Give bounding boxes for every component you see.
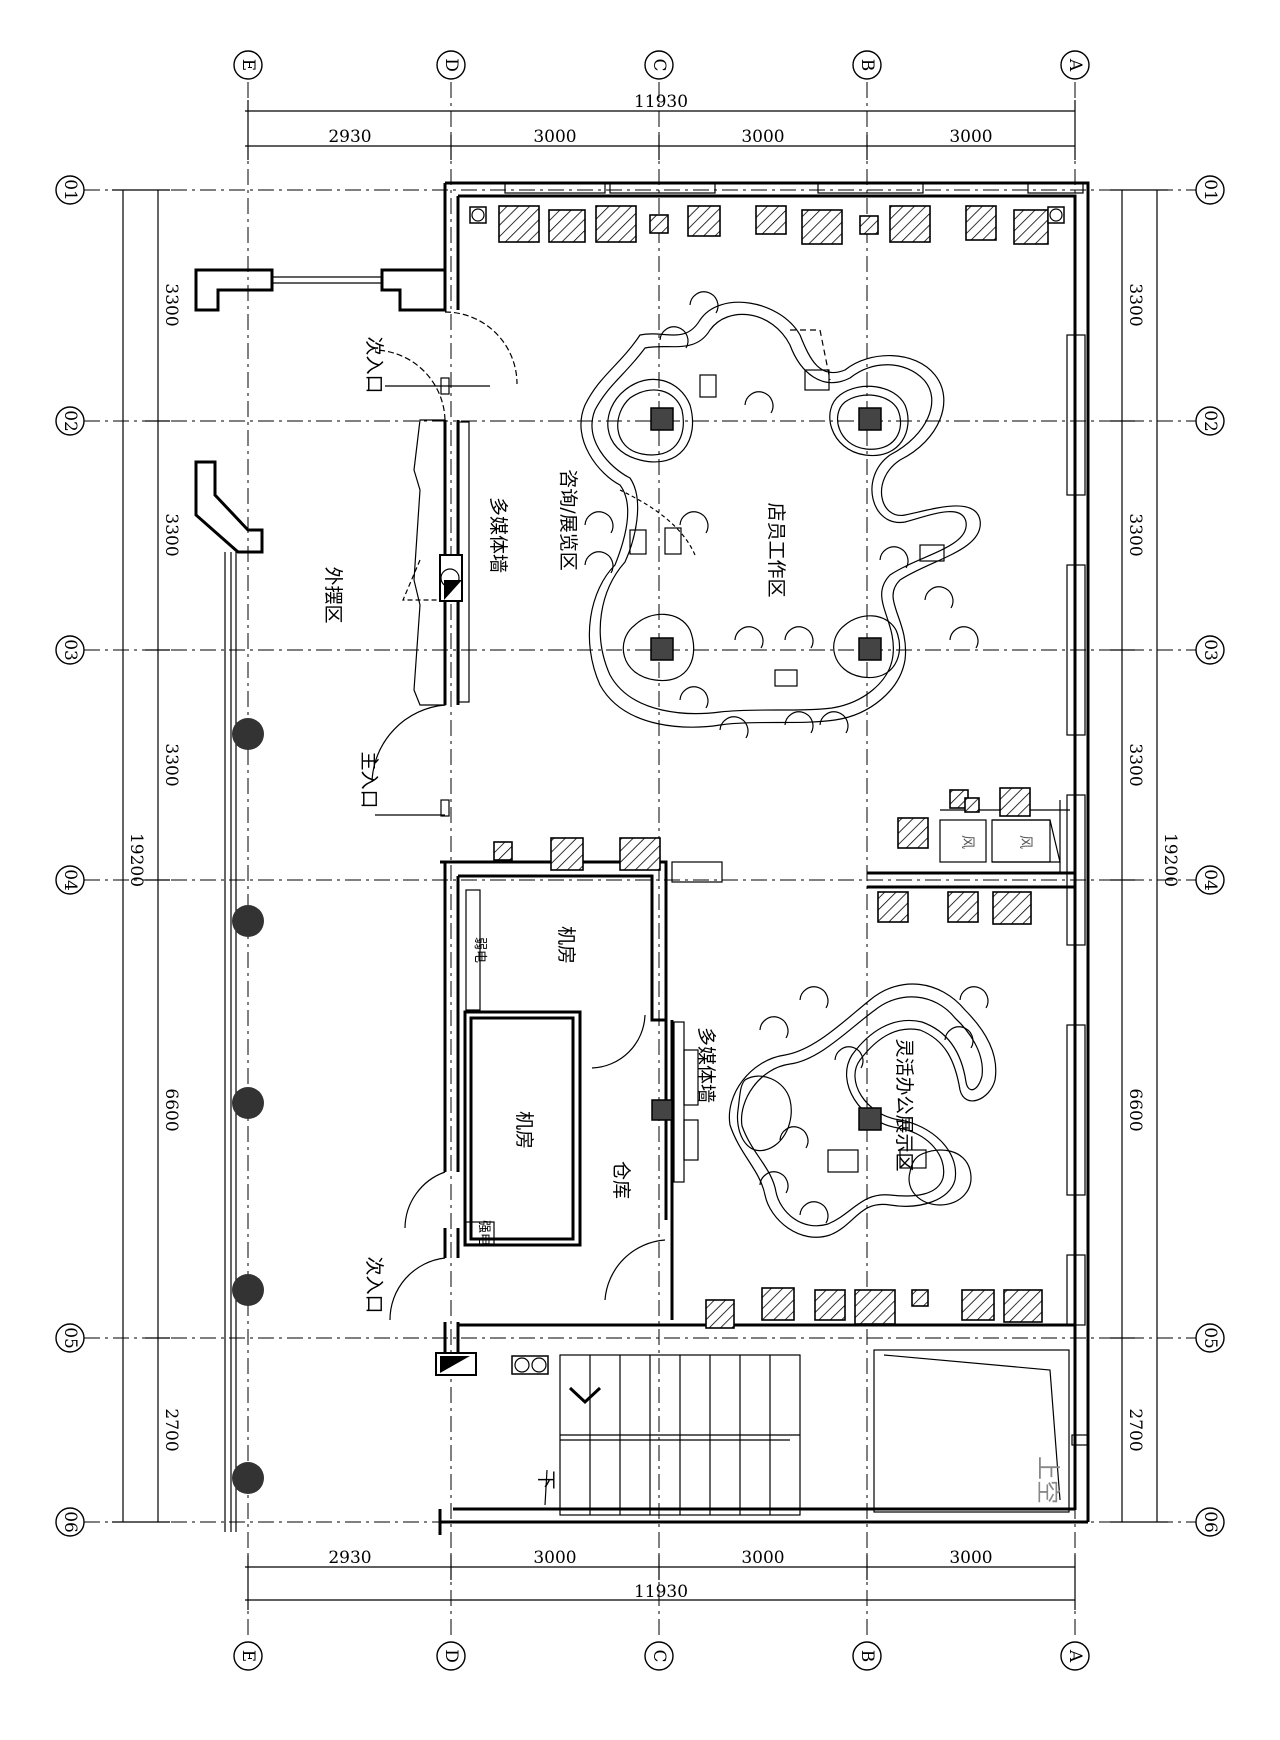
dim-left-1: 3300 — [161, 283, 181, 326]
col-e-top-label: E — [238, 59, 258, 71]
col-c-bottom-label: C — [649, 1649, 669, 1662]
dim-right-4: 6600 — [1125, 1088, 1145, 1131]
column-bubbles: E D C B A E D C B A — [233, 50, 1090, 1671]
label-outdoor-area: 外摆区 — [322, 566, 344, 623]
label-main-entrance: 主入口 — [358, 751, 380, 808]
label-flexible-office-display: 灵活办公展示区 — [893, 1038, 915, 1171]
col-d-bottom-label: D — [441, 1649, 461, 1663]
label-weak-current: 弱电 — [472, 937, 487, 963]
row-01-right-label: 01 — [1200, 179, 1220, 201]
dim-left-4: 6600 — [161, 1088, 181, 1131]
col-a-top-label: A — [1065, 58, 1085, 72]
row-03-left-label: 03 — [60, 639, 80, 661]
row-06-left-label: 06 — [60, 1511, 80, 1533]
label-machine-room-2: 机房 — [513, 1111, 535, 1149]
label-wind-1: 风 — [959, 835, 975, 849]
label-storage: 仓库 — [610, 1161, 632, 1199]
row-04-left-label: 04 — [60, 869, 80, 891]
tree-icon — [232, 905, 264, 937]
row-bubbles: 01 02 03 04 05 06 01 02 03 04 05 06 — [55, 175, 1225, 1537]
row-05-left-label: 05 — [60, 1327, 80, 1349]
col-b-top-label: B — [857, 59, 877, 72]
label-machine-room-1: 机房 — [555, 926, 577, 964]
label-strong-current: 强电 — [476, 1220, 491, 1246]
label-staff-work-area: 店员工作区 — [765, 502, 787, 597]
dim-left-2: 3300 — [161, 513, 181, 556]
dim-bay-bottom-2: 3000 — [533, 1548, 576, 1568]
dim-bay-top-2: 3000 — [533, 127, 576, 147]
center-wall — [867, 800, 1075, 889]
machine-rooms — [440, 860, 723, 1320]
dim-bay-top-4: 3000 — [949, 127, 992, 147]
tree-icon — [232, 1087, 264, 1119]
row-02-right-label: 02 — [1200, 410, 1220, 432]
dim-left-5: 2700 — [161, 1408, 181, 1451]
row-02-left-label: 02 — [60, 410, 80, 432]
col-a-bottom-label: A — [1065, 1649, 1085, 1663]
tree-icon — [232, 1462, 264, 1494]
dim-left-total: 19200 — [126, 833, 146, 887]
row-04-right-label: 04 — [1200, 869, 1220, 891]
dim-right-1: 3300 — [1125, 283, 1145, 326]
label-void: 上空 — [1034, 1456, 1062, 1504]
dim-bay-bottom-3: 3000 — [741, 1548, 784, 1568]
dim-bay-top-3: 3000 — [741, 127, 784, 147]
dim-total-top: 11930 — [634, 92, 688, 112]
label-down: 下 — [535, 1470, 557, 1489]
row-03-right-label: 03 — [1200, 639, 1220, 661]
dim-right-total: 19200 — [1160, 833, 1180, 887]
col-b-bottom-label: B — [857, 1650, 877, 1663]
row-01-left-label: 01 — [60, 179, 80, 201]
multimedia-wall-bottom — [673, 1021, 699, 1183]
col-c-top-label: C — [649, 58, 669, 71]
label-multimedia-wall-top: 多媒体墙 — [487, 497, 509, 573]
multimedia-wall-top — [402, 419, 470, 706]
office-cluster — [728, 983, 997, 1238]
dim-left-3: 3300 — [161, 743, 181, 786]
left-dimensions: 3300 3300 3300 19200 6600 2700 — [112, 189, 181, 1523]
label-secondary-entrance-bottom: 次入口 — [363, 1256, 385, 1313]
tree-icon — [232, 718, 264, 750]
tree-icon — [232, 1274, 264, 1306]
dim-bay-top-1: 2930 — [328, 127, 371, 147]
dim-bay-bottom-1: 2930 — [328, 1548, 371, 1568]
bottom-dimensions: 2930 3000 3000 3000 11930 — [245, 1548, 1076, 1610]
label-wind-2: 风 — [1017, 835, 1033, 849]
display-cabinets — [469, 205, 1065, 1329]
dim-total-bottom: 11930 — [634, 1582, 688, 1602]
dim-bay-bottom-4: 3000 — [949, 1548, 992, 1568]
stairs — [544, 1349, 1089, 1516]
col-e-bottom-label: E — [238, 1650, 258, 1662]
dim-right-3: 3300 — [1125, 743, 1145, 786]
doors — [371, 311, 666, 1321]
label-multimedia-wall-bottom: 多媒体墙 — [695, 1027, 717, 1103]
building-walls — [435, 181, 1090, 1535]
chairs — [584, 291, 989, 1224]
dim-right-5: 2700 — [1125, 1408, 1145, 1451]
exterior-features — [194, 268, 447, 1532]
right-dimensions: 3300 3300 3300 19200 6600 2700 — [1110, 189, 1180, 1523]
label-secondary-entrance-top: 次入口 — [363, 336, 385, 393]
col-d-top-label: D — [441, 58, 461, 72]
room-labels: 次入口 多媒体墙 咨询/展览区 店员工作区 外摆区 主入口 机房 弱电 机房 仓… — [322, 336, 1062, 1504]
label-consultation-area: 咨询/展览区 — [557, 469, 579, 570]
consultation-cluster — [580, 301, 981, 728]
row-05-right-label: 05 — [1200, 1327, 1220, 1349]
dim-right-2: 3300 — [1125, 513, 1145, 556]
top-dimensions: 11930 2930 3000 3000 3000 — [245, 92, 1076, 160]
row-06-right-label: 06 — [1200, 1511, 1220, 1533]
